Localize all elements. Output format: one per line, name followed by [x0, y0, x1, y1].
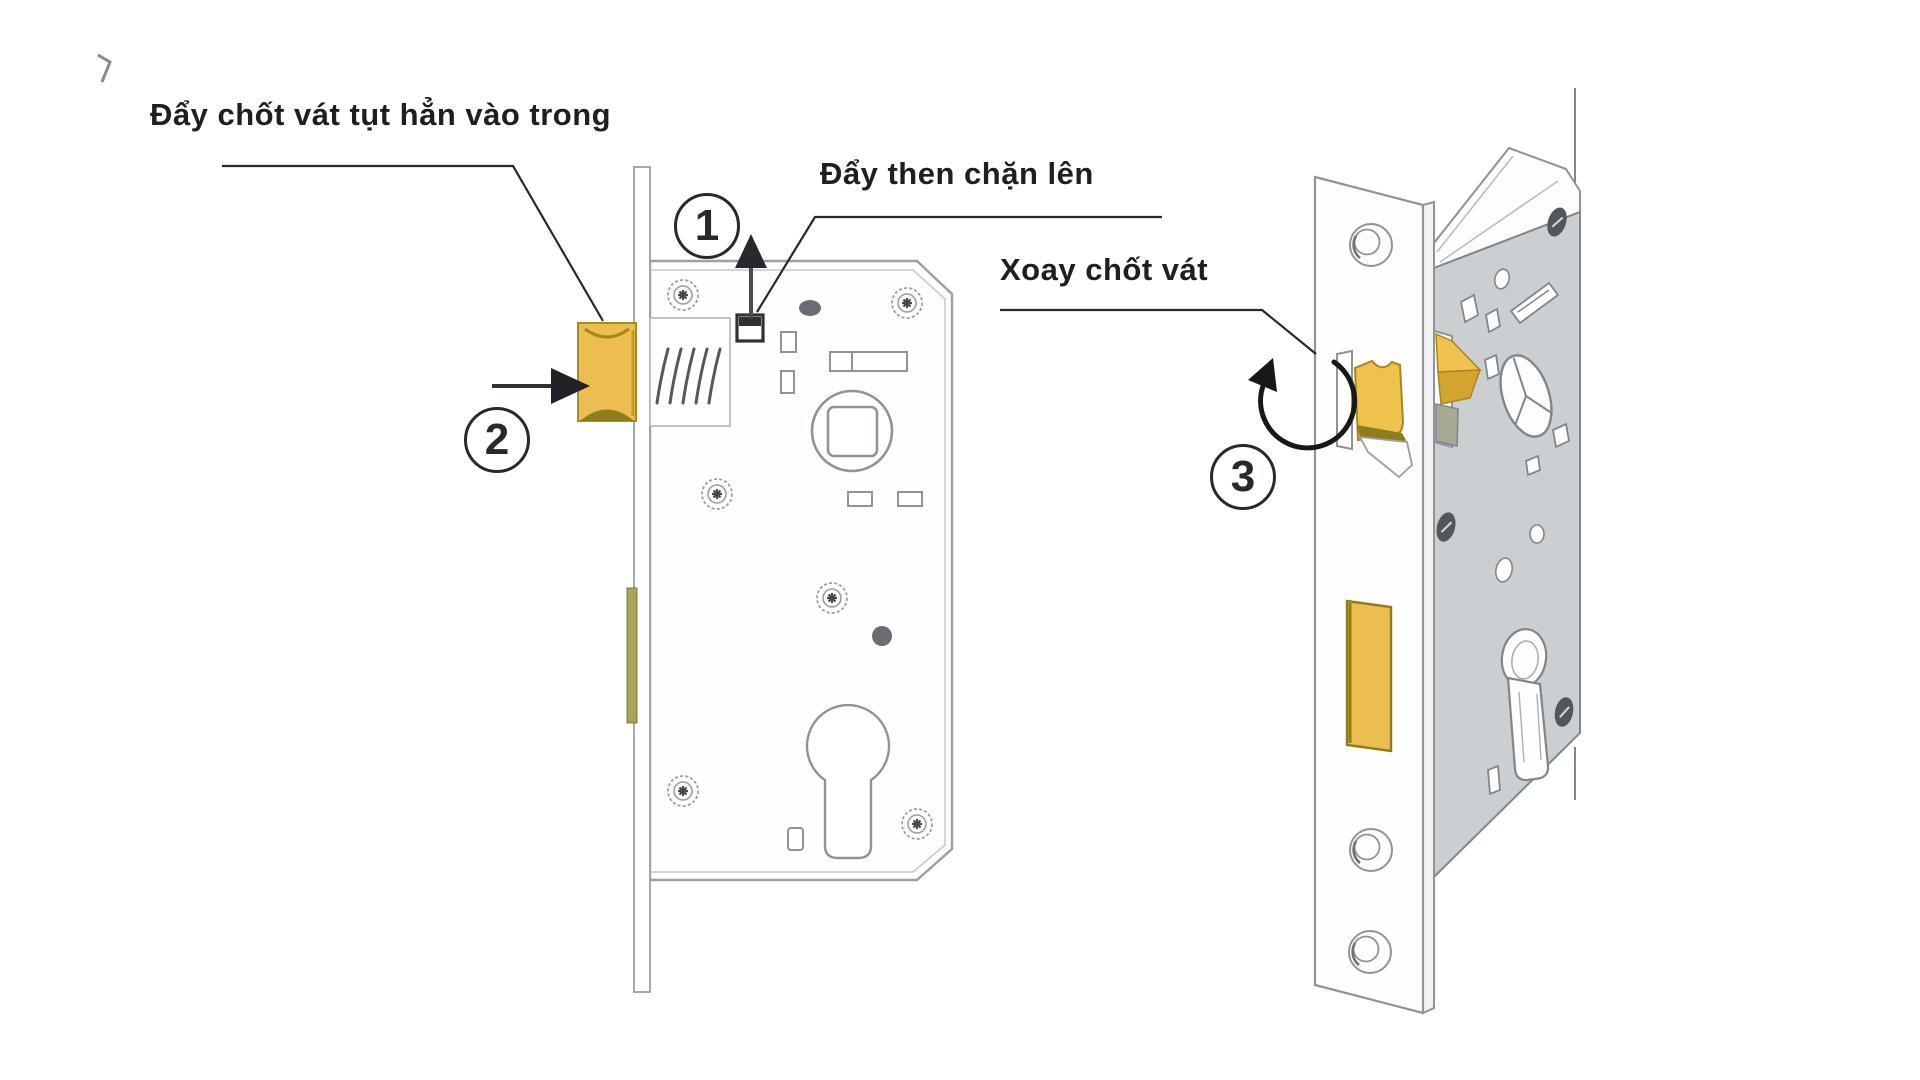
- latch-top-notch: [584, 327, 630, 339]
- faceplate-hole: [1348, 827, 1394, 873]
- faceplate-hole: [1348, 222, 1394, 268]
- screw-icon: [890, 286, 924, 320]
- lock-case-face: [1433, 210, 1581, 880]
- right-arrow-icon: [492, 368, 590, 404]
- square-hole: [1459, 293, 1480, 324]
- square-hole: [1487, 764, 1501, 796]
- latch-bottom-bevel: [580, 409, 634, 421]
- square-hole: [1525, 454, 1541, 477]
- slot-hole: [897, 491, 923, 507]
- right-lock-view: [1248, 88, 1581, 1015]
- screw-icon: [700, 477, 734, 511]
- lever-slot: [829, 351, 908, 372]
- square-hole: [1484, 353, 1500, 381]
- small-hole: [1494, 557, 1514, 583]
- label-step1: Đẩy then chặn lên: [820, 156, 1094, 191]
- screw-icon: [666, 278, 700, 312]
- leader-step1: [756, 215, 1162, 313]
- latch-underside: [1358, 435, 1413, 479]
- stopper-block: [735, 313, 765, 343]
- screw-icon: [666, 774, 700, 808]
- small-hole: [1493, 268, 1511, 290]
- square-hole: [787, 827, 804, 851]
- square-hole: [780, 370, 795, 394]
- small-hole: [1529, 524, 1545, 544]
- screw-icon: [815, 581, 849, 615]
- left-lock-view: [492, 166, 954, 993]
- faceplate-hole: [1347, 929, 1393, 975]
- pin-hole: [799, 300, 821, 316]
- pin-hole: [872, 626, 892, 646]
- latch-bolt-left: [577, 322, 637, 422]
- square-hole: [1485, 307, 1501, 334]
- square-hole: [1551, 422, 1571, 449]
- screw-icon: [900, 807, 934, 841]
- lever-slot: [1509, 281, 1560, 325]
- rotate-arrow-icon: [1248, 358, 1358, 451]
- scan-artifact: [97, 53, 112, 83]
- faceplate-left: [633, 166, 651, 993]
- euro-cylinder-hole-icon: [1500, 628, 1550, 782]
- up-arrow-icon: [735, 234, 767, 318]
- spring-box: [649, 317, 731, 427]
- leader-step2: [222, 164, 604, 322]
- square-hole: [780, 331, 797, 353]
- leader-step3: [1000, 308, 1317, 355]
- lock-body-inner-edge: [650, 269, 946, 873]
- latch-bolt-rear: [1430, 328, 1482, 449]
- faceplate-right: [1313, 175, 1435, 1015]
- deadbolt-edge-left: [626, 587, 638, 724]
- latch-body-shadow: [1435, 402, 1459, 448]
- label-step3: Xoay chốt vát: [1000, 252, 1209, 287]
- step-number-1: 1: [674, 193, 740, 259]
- slot-hole: [847, 491, 873, 507]
- euro-cylinder-hole-icon: [805, 703, 891, 860]
- label-step2: Đẩy chốt vát tụt hẳn vào trong: [150, 97, 612, 132]
- spring-icon: [655, 347, 722, 405]
- step-number-3: 3: [1210, 444, 1276, 510]
- step-number-2: 2: [464, 407, 530, 473]
- leader-lines: [222, 164, 1317, 355]
- spindle-follower-icon: [810, 389, 894, 473]
- deadbolt-right: [1345, 599, 1393, 753]
- spindle-follower-icon: [1499, 354, 1553, 438]
